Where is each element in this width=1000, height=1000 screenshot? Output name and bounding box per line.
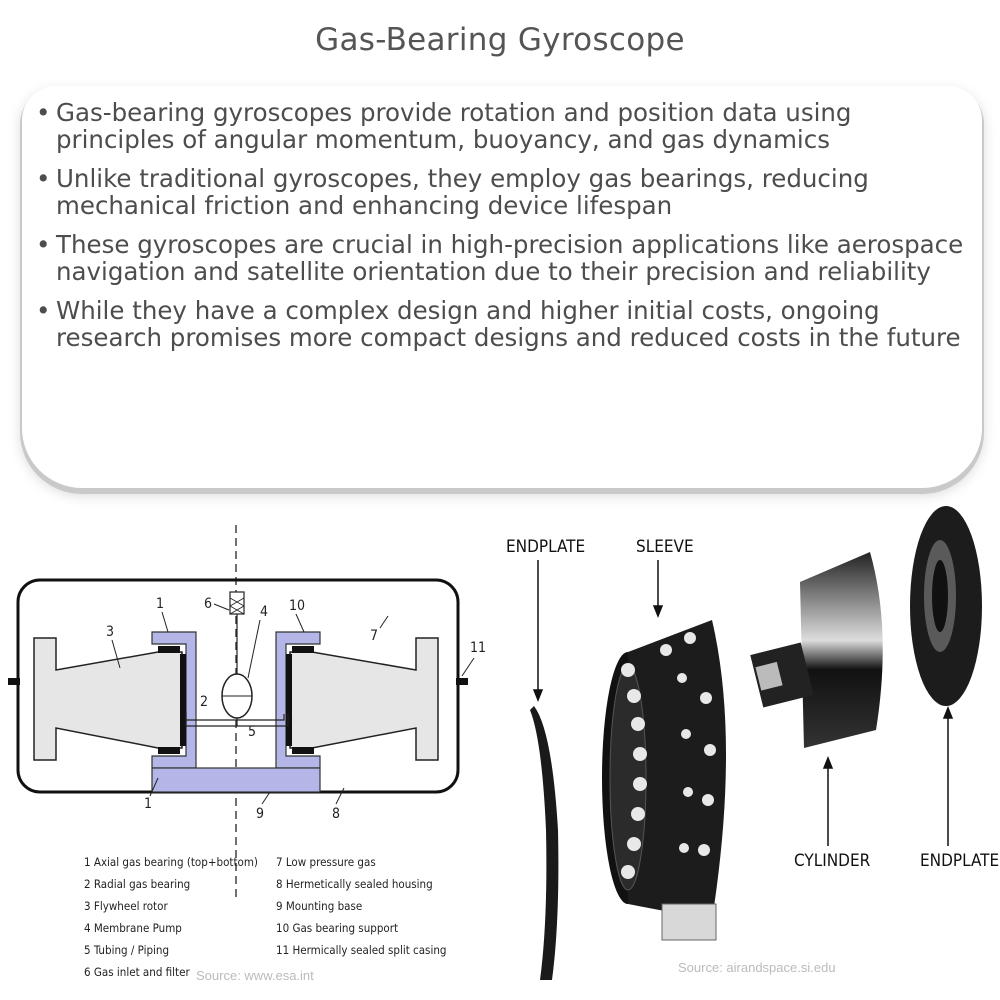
- cylinder-shaft: [750, 642, 814, 708]
- callout-4: 4: [260, 604, 268, 620]
- legend-item: 7 Low pressure gas: [276, 855, 376, 869]
- leader: [295, 613, 305, 633]
- bullet-list: •Gas-bearing gyroscopes provide rotation…: [36, 98, 976, 364]
- callout-3: 3: [106, 624, 114, 640]
- label-endplate-left: ENDPLATE: [506, 537, 585, 557]
- callout-2: 2: [200, 694, 208, 710]
- summary-card: [22, 86, 982, 488]
- rotor-right: [289, 637, 439, 761]
- axial-bearing: [292, 747, 314, 754]
- legend-item: 9 Mounting base: [276, 899, 362, 913]
- arrow-head-icon: [822, 755, 834, 769]
- bullet-dot-icon: •: [36, 296, 51, 325]
- legend-item: 1 Axial gas bearing (top+bottom): [84, 855, 258, 869]
- leader: [247, 619, 261, 679]
- leader: [111, 639, 121, 669]
- callout-1: 1: [156, 596, 164, 612]
- label-sleeve: SLEEVE: [636, 537, 694, 557]
- callout-8: 8: [332, 806, 340, 822]
- legend-item: 11 Hermically sealed split casing: [276, 943, 446, 957]
- sleeve-ports: [621, 632, 716, 879]
- page-title: Gas-Bearing Gyroscope: [315, 22, 685, 58]
- right-stud: [456, 678, 468, 685]
- legend-item: 10 Gas bearing support: [276, 921, 398, 935]
- radial-bearing: [180, 654, 186, 746]
- bullet-item: •Unlike traditional gyroscopes, they emp…: [36, 164, 976, 220]
- gyroscope-schematic: 1 2 3 4 5 6 7 8 9 10 11 1 1 Axial gas be…: [8, 525, 486, 983]
- bullet-dot-icon: •: [36, 164, 51, 193]
- axial-bearing: [158, 646, 180, 653]
- bullet-item: •Gas-bearing gyroscopes provide rotation…: [36, 98, 976, 154]
- bullet-item: •While they have a complex design and hi…: [36, 296, 976, 352]
- axial-bearing: [158, 747, 180, 754]
- leader: [213, 603, 230, 611]
- sleeve-base: [661, 903, 717, 941]
- gyroscope-exploded-photo: ENDPLATE SLEEVE CYLINDER ENDPLATE Source…: [506, 506, 999, 980]
- rotor-left: [33, 637, 183, 761]
- bearing-support-right: [275, 631, 321, 769]
- label-cylinder: CYLINDER: [794, 851, 871, 871]
- bullet-text: Gas-bearing gyroscopes provide rotation …: [56, 98, 852, 154]
- bullet-text: These gyroscopes are crucial in high-pre…: [56, 230, 964, 286]
- leader: [161, 611, 169, 633]
- legend-item: 8 Hermetically sealed housing: [276, 877, 433, 891]
- bullet-text: Unlike traditional gyroscopes, they empl…: [56, 164, 869, 220]
- callout-10: 10: [289, 598, 305, 614]
- label-endplate-right: ENDPLATE: [920, 851, 999, 871]
- arrow-head-icon: [942, 705, 954, 719]
- bearing-support-left: [151, 631, 197, 769]
- axial-bearing: [292, 646, 314, 653]
- leader: [149, 777, 159, 797]
- endplate-left-part: [530, 706, 559, 980]
- callout-11: 11: [470, 640, 486, 656]
- callout-6: 6: [204, 596, 212, 612]
- callout-9: 9: [256, 806, 264, 822]
- gas-filter-icon: [229, 591, 245, 615]
- left-stud: [8, 678, 20, 685]
- endplate-right-hole-inner: [932, 560, 948, 632]
- legend-item: 2 Radial gas bearing: [84, 877, 190, 891]
- source-caption: Source: www.esa.int: [196, 968, 314, 983]
- filter-mesh: [229, 597, 245, 615]
- callout-7: 7: [370, 628, 378, 644]
- leader: [335, 787, 345, 805]
- legend-item: 5 Tubing / Piping: [84, 943, 169, 957]
- cylinder-part: [800, 552, 883, 748]
- callout-1-lower: 1: [144, 796, 152, 812]
- callout-5: 5: [248, 724, 256, 740]
- leader: [261, 791, 271, 805]
- legend-item: 3 Flywheel rotor: [84, 899, 168, 913]
- arrow-head-icon: [652, 605, 664, 619]
- bullet-item: •These gyroscopes are crucial in high-pr…: [36, 230, 976, 286]
- tubing: [185, 712, 289, 727]
- arrow-head-icon: [532, 689, 544, 703]
- leader: [461, 657, 475, 677]
- cylinder-shaft-tip: [755, 661, 783, 691]
- radial-bearing: [286, 654, 292, 746]
- legend-item: 6 Gas inlet and filter: [84, 965, 190, 979]
- leader: [379, 615, 389, 629]
- source-caption: Source: airandspace.si.edu: [678, 960, 836, 975]
- bullet-dot-icon: •: [36, 230, 51, 259]
- legend-item: 4 Membrane Pump: [84, 921, 182, 935]
- mounting-base: [151, 767, 321, 793]
- bullet-text: While they have a complex design and hig…: [56, 296, 961, 352]
- bullet-dot-icon: •: [36, 98, 51, 127]
